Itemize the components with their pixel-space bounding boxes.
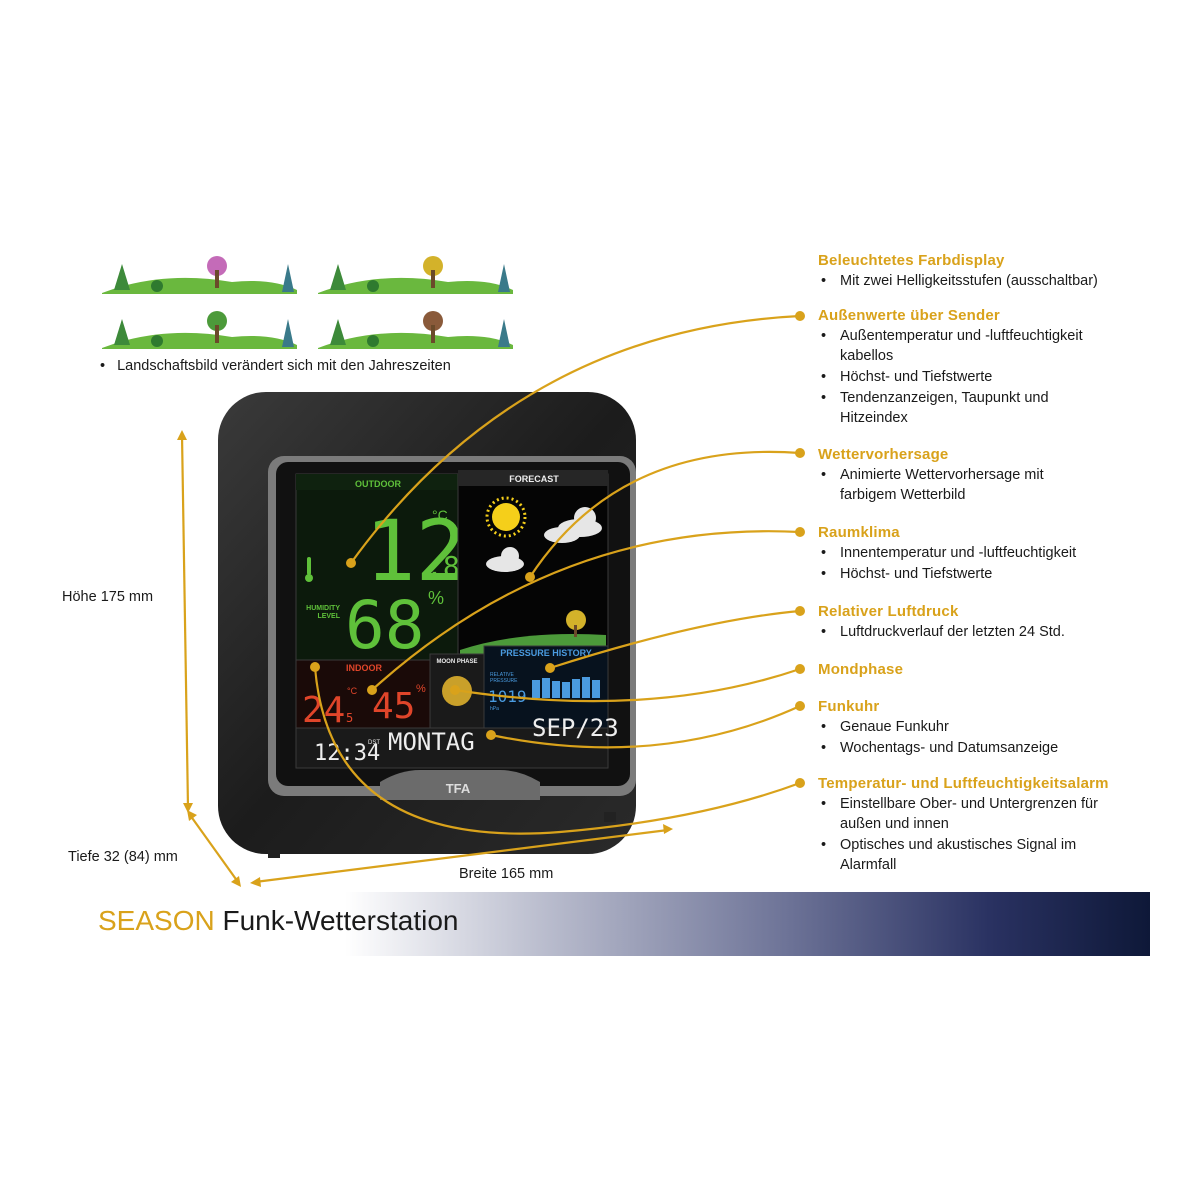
clock-time: 12:34	[314, 741, 380, 766]
season-landscape-icon	[318, 256, 513, 294]
feature-item: Höchst- und Tiefstwerte	[818, 564, 1178, 584]
depth-label: Tiefe 32 (84) mm	[68, 849, 178, 865]
brand-name: SEASON	[98, 905, 215, 936]
outdoor-temp-unit: °C	[432, 507, 448, 523]
weekday: MONTAG	[388, 728, 475, 756]
height-label: Höhe 175 mm	[62, 589, 154, 605]
feature-forecast: Wettervorhersage Animierte Wettervorhers…	[818, 446, 1178, 506]
pressure-bar	[552, 681, 560, 698]
feature-pressure: Relativer Luftdruck Luftdruckverlauf der…	[818, 603, 1178, 643]
width-dimension-line	[254, 828, 669, 884]
pressure-bar	[562, 682, 570, 698]
pressure-history-label: PRESSURE HISTORY	[500, 648, 592, 658]
relative-pressure-label-2: PRESSURE	[490, 678, 518, 684]
tree-icon	[423, 311, 443, 331]
feature-item: Mit zwei Helligkeitsstufen (ausschaltbar…	[818, 271, 1178, 291]
season-landscape-icon	[102, 311, 297, 349]
dst-indicator: DST	[368, 740, 380, 746]
cloud-icon	[486, 547, 524, 572]
tree-icon	[207, 256, 227, 276]
feature-indoor: Raumklima Innentemperatur und -luftfeuch…	[818, 524, 1178, 585]
feature-title: Mondphase	[818, 661, 904, 678]
feature-clock: Funkuhr Genaue Funkuhr Wochentags- und D…	[818, 698, 1178, 759]
tree-icon	[423, 256, 443, 276]
tree-icon	[114, 319, 130, 345]
outdoor-humidity: 68	[345, 587, 424, 664]
landscape-note: Landschaftsbild verändert sich mit den J…	[100, 358, 451, 374]
feature-alarm: Temperatur- und Luftfeuchtigkeitsalarm E…	[818, 775, 1178, 876]
forecast-label: FORECAST	[509, 474, 559, 484]
outdoor-label: OUTDOOR	[355, 479, 401, 489]
indoor-temperature: 24	[302, 690, 345, 731]
feature-item: Optisches und akustisches Signal im Alar…	[818, 835, 1098, 875]
indoor-humidity: 45	[372, 686, 415, 727]
relative-pressure-label: RELATIVE	[490, 672, 514, 678]
feature-title: Raumklima	[818, 524, 900, 541]
brand-logo: TFA	[446, 781, 471, 796]
pressure-bar	[532, 680, 540, 698]
season-landscape-icon	[102, 256, 297, 294]
tree-icon	[282, 319, 294, 347]
tree-icon	[498, 264, 510, 292]
feature-moon: Mondphase	[818, 661, 1178, 680]
title-banner	[345, 892, 1150, 956]
feature-title: Relativer Luftdruck	[818, 603, 959, 620]
tree-icon	[498, 319, 510, 347]
height-dimension-line	[180, 434, 190, 809]
feature-title: Funkuhr	[818, 698, 880, 715]
pressure-bar	[542, 678, 550, 698]
tree-icon	[207, 311, 227, 331]
feature-title: Beleuchtetes Farbdisplay	[818, 252, 1005, 269]
tree-icon	[330, 319, 346, 345]
indoor-temp-decimal: 5	[346, 711, 353, 725]
feature-item: Höchst- und Tiefstwerte	[818, 367, 1118, 387]
width-label: Breite 165 mm	[459, 866, 554, 882]
pressure-bars	[532, 677, 600, 698]
outdoor-humidity-unit: %	[428, 588, 444, 608]
feature-item: Animierte Wettervorhersage mit farbigem …	[818, 465, 1078, 505]
date: SEP/23	[532, 714, 619, 742]
pressure-bar	[592, 680, 600, 698]
tree-icon	[330, 264, 346, 290]
feature-item: Wochentags- und Datumsanzeige	[818, 738, 1178, 758]
depth-dimension-line	[189, 814, 239, 883]
humidity-label: HUMIDITY	[306, 605, 340, 612]
feature-item: Innentemperatur und -luftfeuchtigkeit	[818, 543, 1178, 563]
outdoor-temp-decimal: .8	[426, 550, 460, 583]
feature-display: Beleuchtetes Farbdisplay Mit zwei Hellig…	[818, 252, 1178, 292]
feature-title: Temperatur- und Luftfeuchtigkeitsalarm	[818, 775, 1109, 792]
feature-item: Einstellbare Ober- und Untergrenzen für …	[818, 794, 1098, 834]
indoor-label: INDOOR	[346, 663, 383, 673]
pressure-unit: hPa	[490, 706, 499, 712]
pressure-bar	[572, 679, 580, 698]
product-name: Funk-Wetterstation	[222, 905, 459, 936]
season-landscape-icon	[318, 311, 513, 349]
moon-phase-label: MOON PHASE	[436, 659, 477, 665]
sun-icon	[492, 503, 520, 531]
product-title: SEASON Funk-Wetterstation	[98, 905, 459, 937]
pressure-bar	[582, 677, 590, 698]
tree-icon	[114, 264, 130, 290]
humidity-label-level: LEVEL	[317, 613, 340, 620]
feature-title: Wettervorhersage	[818, 446, 949, 463]
feature-title: Außenwerte über Sender	[818, 307, 1000, 324]
indoor-temp-unit: °C	[347, 686, 358, 696]
feature-item: Tendenzanzeigen, Taupunkt und Hitzeindex	[818, 388, 1118, 428]
feature-item: Genaue Funkuhr	[818, 717, 1178, 737]
outdoor-temperature: 12	[365, 502, 466, 600]
indoor-humidity-unit: %	[416, 683, 426, 695]
thermometer-icon	[307, 557, 311, 575]
tree-icon	[282, 264, 294, 292]
feature-outdoor: Außenwerte über Sender Außentemperatur u…	[818, 307, 1178, 429]
feature-item: Außentemperatur und -luftfeuchtigkeit ka…	[818, 326, 1118, 366]
feature-item: Luftdruckverlauf der letzten 24 Std.	[818, 622, 1178, 642]
